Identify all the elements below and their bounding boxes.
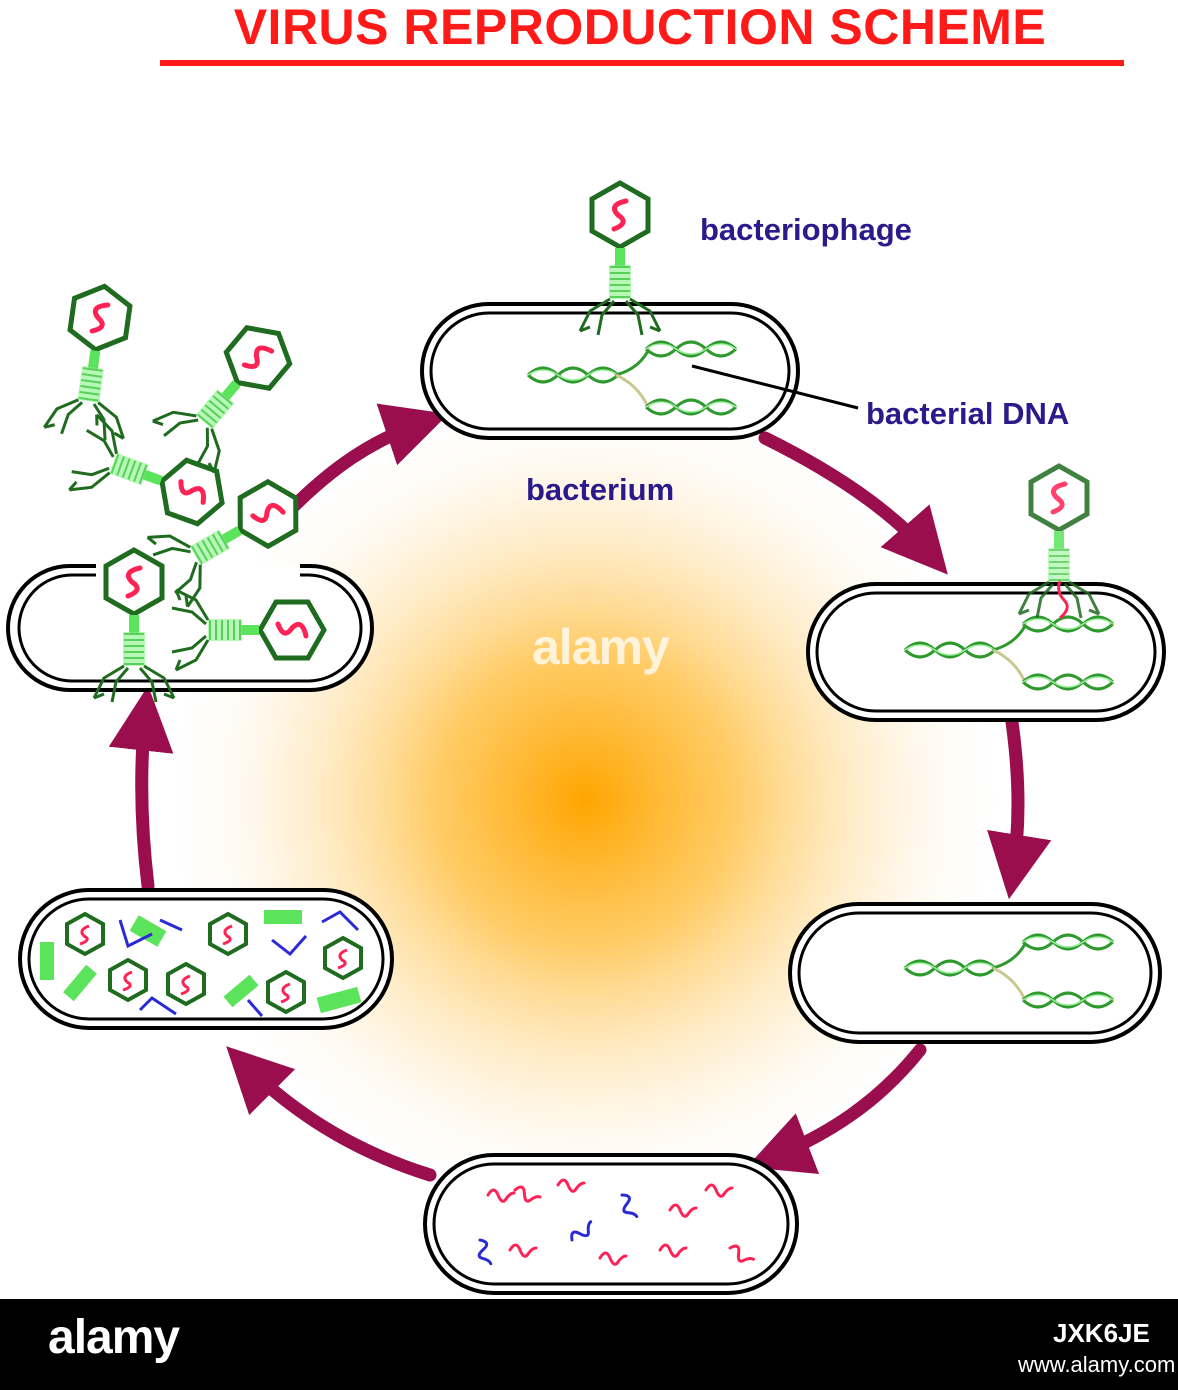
bacteriophage-released-6 [44, 281, 144, 443]
arrow-2 [987, 715, 1052, 900]
bacterium-bottom [423, 1153, 799, 1295]
watermark-image-id: JXK6JE [1053, 1318, 1150, 1348]
watermark-url: www.alamy.com [1018, 1352, 1176, 1377]
watermark-logo: alamy [48, 1311, 180, 1364]
arrow-5 [108, 685, 174, 893]
watermark-center: alamy [532, 619, 670, 675]
bacterium-right-upper [806, 579, 1166, 722]
virus-cycle-diagram [6, 0, 1166, 1295]
label-bacterial-dna: bacterial DNA [866, 396, 1070, 431]
arrow-1 [758, 431, 948, 575]
arrow-3 [746, 1043, 927, 1174]
bacteriophage-released-4 [66, 413, 236, 540]
bacteriophage-released-5 [150, 308, 309, 476]
page-title: VIRUS REPRODUCTION SCHEME [233, 0, 1047, 55]
arrow-6 [283, 403, 449, 517]
bacterium-right-lower [788, 902, 1162, 1044]
arrow-4 [226, 1046, 437, 1182]
label-bacteriophage: bacteriophage [700, 212, 912, 247]
label-bacterium: bacterium [526, 472, 675, 507]
title-underline [160, 60, 1124, 66]
watermark-footer [0, 1299, 1178, 1390]
bacterium-left-lower [18, 888, 394, 1030]
cycle-arrows [108, 403, 1052, 1182]
